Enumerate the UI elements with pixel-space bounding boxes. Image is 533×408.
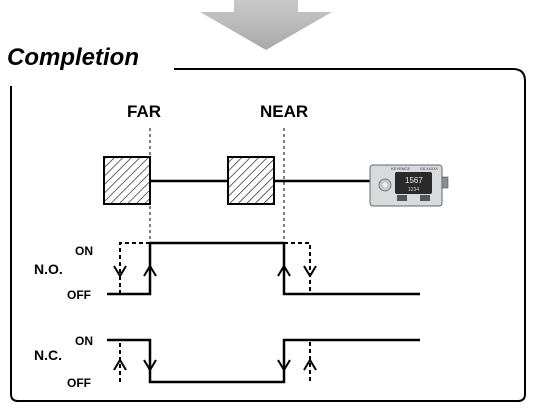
completion-frame — [10, 68, 526, 402]
nc-label: N.C. — [34, 347, 62, 363]
down-arrow-icon — [200, 0, 332, 50]
no-waveform — [107, 241, 420, 296]
near-target-icon — [227, 156, 275, 205]
device-display-bottom: 1234 — [408, 187, 419, 193]
nc-off-label: OFF — [67, 376, 91, 390]
nc-on-label: ON — [75, 334, 93, 348]
device-model: GS-XXXXX — [420, 167, 439, 171]
section-title: Completion — [7, 44, 139, 71]
no-on-label: ON — [75, 244, 93, 258]
near-label: NEAR — [260, 102, 309, 121]
no-off-label: OFF — [67, 288, 91, 302]
far-target-icon — [103, 156, 151, 205]
nc-waveform — [107, 338, 420, 384]
no-label: N.O. — [34, 261, 63, 277]
device-display-top: 1567 — [405, 176, 423, 185]
far-label: FAR — [127, 102, 161, 121]
device-brand: KEYENCE — [391, 166, 410, 171]
sensor-device-icon: KEYENCE GS-XXXXX 1567 1234 — [369, 164, 449, 207]
